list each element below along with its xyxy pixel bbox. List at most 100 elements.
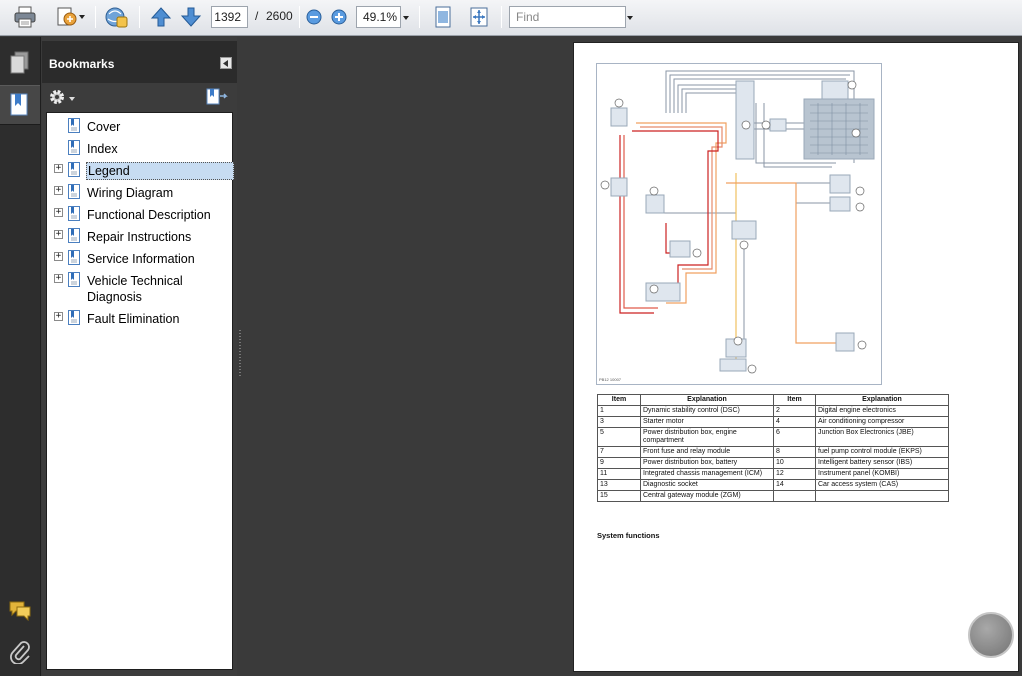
page-number-input[interactable]: 1392 [211,6,248,28]
table-cell: Dynamic stability control (DSC) [640,405,774,417]
find-input[interactable]: Find [509,6,626,28]
bookmark-icon [68,206,80,221]
col-header-explanation-2: Explanation [815,394,949,406]
table-cell: Front fuse and relay module [640,446,774,458]
share-button[interactable] [101,5,133,29]
attachments-button[interactable] [0,632,40,672]
fit-page-button[interactable] [430,5,456,29]
table-cell: 6 [773,427,816,447]
expand-bookmark-button[interactable] [206,88,228,109]
previous-page-button[interactable] [148,5,174,29]
table-cell: Intelligent battery sensor (IBS) [815,457,949,469]
bookmark-icon [68,118,80,133]
table-cell: 4 [773,416,816,428]
bookmark-icon [68,272,80,287]
bookmark-icon [68,184,80,199]
table-cell: 5 [597,427,641,447]
expand-toggle-icon[interactable]: + [54,163,63,173]
navigation-rail [0,37,41,676]
table-cell: Diagnostic socket [640,479,774,491]
bookmark-label: Legend [86,162,234,180]
expand-toggle-icon[interactable]: + [54,185,63,195]
pages-icon [10,51,29,74]
expand-toggle-icon[interactable]: + [54,273,63,283]
bookmark-label: Wiring Diagram [87,186,174,200]
zoom-level-input[interactable]: 49.1% [356,6,401,28]
create-button[interactable] [48,5,88,29]
table-cell: 15 [597,490,641,502]
share-icon [105,7,128,28]
table-cell: 8 [773,446,816,458]
table-cell [773,490,816,502]
pages-panel-button[interactable] [0,43,40,83]
paperclip-icon [10,641,30,664]
expand-toggle-icon[interactable]: + [54,229,63,239]
table-cell: Junction Box Electronics (JBE) [815,427,949,447]
options-dropdown-icon[interactable] [69,97,75,101]
expand-toggle-icon[interactable]: + [54,311,63,321]
find-dropdown-icon[interactable] [627,16,633,20]
table-cell: 2 [773,405,816,417]
comments-icon [9,601,31,621]
diagram-id: PB12 10007 [599,377,622,382]
table-cell: 10 [773,457,816,469]
next-page-button[interactable] [178,5,204,29]
table-cell: Air conditioning compressor [815,416,949,428]
comments-button[interactable] [0,590,40,630]
table-cell [815,490,949,502]
floating-scroll-button[interactable] [968,612,1014,658]
toolbar: 1392 / 2600 49.1% Find [0,0,1022,36]
bookmarks-icon [10,93,28,116]
create-icon [57,7,77,26]
bookmark-label: Service Information [87,252,195,266]
fit-page-icon [435,6,451,28]
splitter-grip[interactable] [239,330,241,378]
bookmark-icon [68,228,80,243]
page-separator: / [255,9,259,23]
expand-toggle-icon[interactable]: + [54,251,63,261]
section-heading: System functions [597,531,660,540]
wiring-diagram: PB12 10007 [596,63,882,385]
zoom-out-button[interactable] [304,5,324,29]
table-cell: Central gateway module (ZGM) [640,490,774,502]
bookmark-icon [68,310,80,325]
bookmark-label: Fault Elimination [87,312,180,326]
col-header-explanation: Explanation [640,394,774,406]
table-cell: 7 [597,446,641,458]
zoom-dropdown-icon[interactable] [403,16,409,20]
print-button[interactable] [10,5,40,29]
table-cell: Digital engine electronics [815,405,949,417]
table-cell: Instrument panel (KOMBI) [815,468,949,480]
bookmark-label: Cover [87,120,121,134]
table-cell: 12 [773,468,816,480]
collapse-left-icon [223,59,228,67]
table-cell: Power distribution box, engine compartme… [640,427,774,447]
document-page: PB12 10007 Item Explanation Item Explana… [573,42,1019,672]
col-header-item: Item [597,394,641,406]
table-cell: Power distribution box, battery [640,457,774,469]
options-button[interactable] [48,88,66,109]
bookmark-label: Index [87,142,118,156]
collapse-panel-button[interactable] [220,57,232,69]
gear-icon [50,90,64,104]
bookmarks-panel-button[interactable] [0,85,40,125]
zoom-out-icon [306,9,322,25]
previous-page-icon [150,7,172,27]
bookmark-icon [68,140,80,155]
table-cell: 9 [597,457,641,469]
expand-toggle-icon[interactable]: + [54,207,63,217]
bookmark-icon [68,250,80,265]
zoom-in-button[interactable] [329,5,349,29]
table-cell: 1 [597,405,641,417]
bookmarks-toolbar [42,83,237,111]
page-total: 2600 [266,9,293,23]
fit-width-button[interactable] [466,5,492,29]
